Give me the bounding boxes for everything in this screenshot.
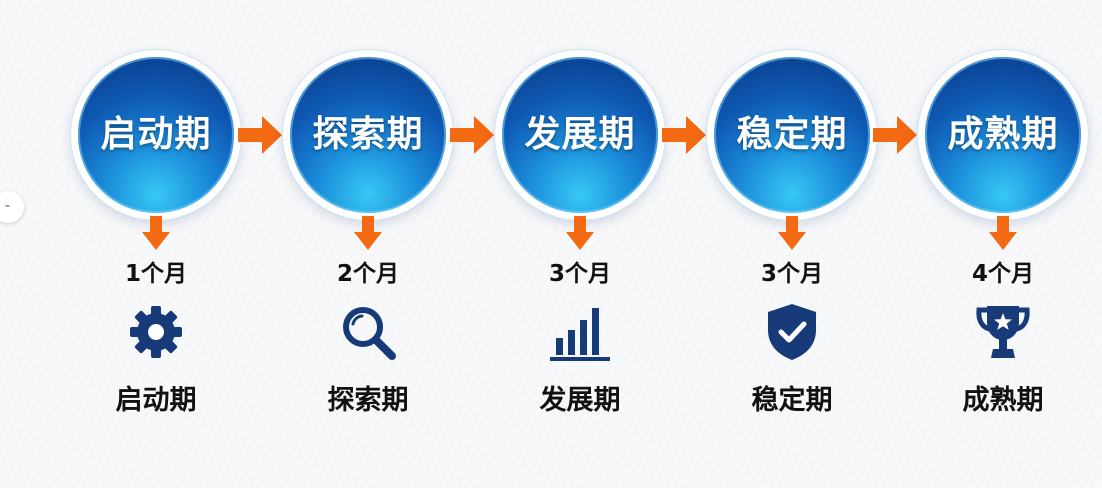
stage-circle-label: 发展期 (524, 114, 636, 155)
stage-title: 稳定期 (751, 385, 833, 416)
stage-title: 发展期 (539, 385, 621, 416)
down-arrow-icon (354, 216, 382, 250)
down-arrow-icon (778, 216, 806, 250)
edge-handle[interactable]: - (0, 191, 24, 223)
right-arrow-icon (450, 116, 494, 154)
stage-exploration: 探索期 2个月 探索期 (283, 50, 453, 430)
stage-duration: 2个月 (336, 261, 399, 287)
stage-duration: 1个月 (124, 261, 187, 287)
stage-circle: 成熟期 (918, 50, 1088, 220)
stage-circle: 启动期 (71, 50, 241, 220)
stage-circle: 发展期 (495, 50, 665, 220)
right-arrow-icon (238, 116, 282, 154)
stage-circle: 稳定期 (707, 50, 877, 220)
edge-handle-mark: - (5, 198, 11, 214)
down-arrow-icon (989, 216, 1017, 250)
trophy-icon (976, 306, 1030, 358)
stage-maturity: 成熟期 4个月 成熟期 (918, 50, 1088, 430)
stage-circle-label: 稳定期 (736, 114, 848, 155)
stage-duration: 3个月 (548, 261, 611, 287)
bar-chart-icon (550, 308, 610, 361)
stage-duration: 3个月 (760, 261, 823, 287)
shield-check-icon (768, 304, 816, 360)
stage-stability: 稳定期 3个月 稳定期 (707, 50, 877, 430)
stage-circle-label: 启动期 (100, 114, 212, 155)
down-arrow-icon (566, 216, 594, 250)
stage-title: 启动期 (115, 385, 197, 416)
gear-icon (130, 306, 182, 358)
stage-circle-label: 成熟期 (947, 114, 1059, 155)
stage-duration: 4个月 (971, 261, 1034, 287)
down-arrow-icon (142, 216, 170, 250)
stage-circle-label: 探索期 (312, 114, 424, 155)
stage-development: 发展期 3个月 发展期 (495, 50, 665, 430)
stage-circle: 探索期 (283, 50, 453, 220)
stage-startup: 启动期 1个月 启动期 (71, 50, 241, 430)
magnifier-icon (343, 307, 396, 360)
right-arrow-icon (662, 116, 706, 154)
right-arrow-icon (873, 116, 917, 154)
stage-title: 探索期 (327, 385, 409, 416)
stage-title: 成熟期 (962, 385, 1044, 416)
